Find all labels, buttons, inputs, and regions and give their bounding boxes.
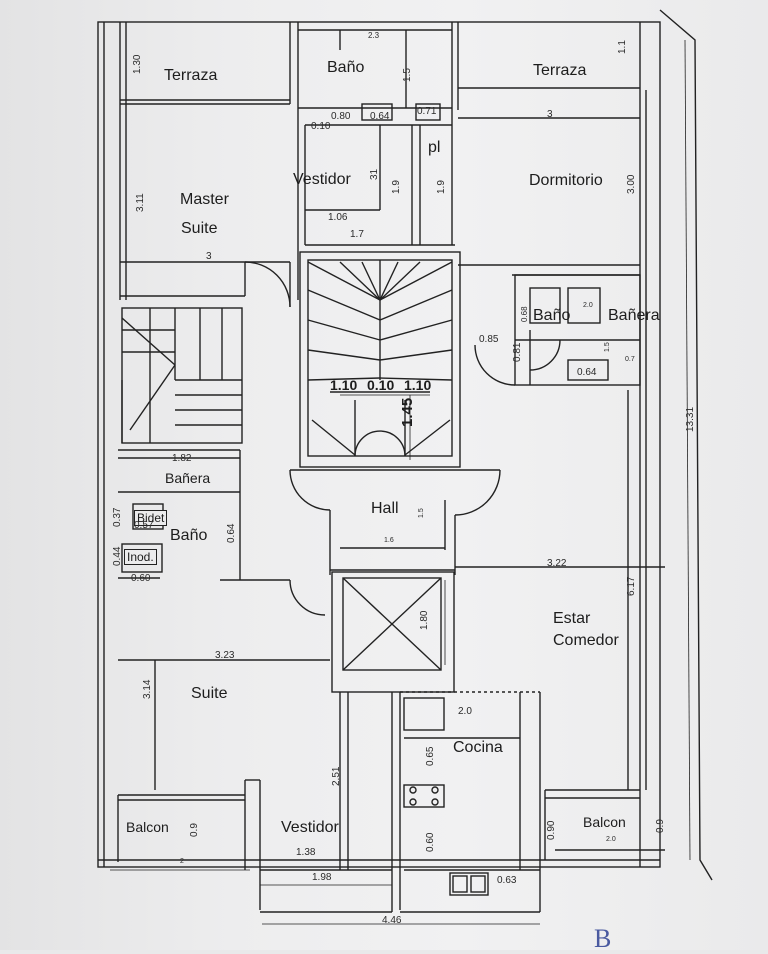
dim-label: 1.98 (312, 872, 332, 883)
dim-label-vertical: 0.64 (226, 523, 237, 543)
dim-label-large-vertical: 1.45 (399, 397, 416, 427)
stair-left (121, 307, 243, 444)
dimension-lines (110, 39, 691, 925)
fixture-label-inod: Inod. (124, 549, 157, 565)
dim-label-vertical: 1.9 (391, 180, 402, 194)
room-label-master-line1: Master (180, 191, 229, 208)
dim-label: 0.71 (417, 106, 437, 117)
dim-label-vertical: 1.5 (604, 342, 611, 352)
dim-label-vertical: 3.14 (142, 679, 153, 699)
dim-label-vertical: 1.5 (418, 508, 425, 518)
dim-label: 0.10 (311, 121, 331, 132)
dim-label: 2 (180, 858, 184, 865)
room-label-cocina: Cocina (453, 739, 503, 756)
dim-label-large: 1.10 (404, 377, 432, 393)
dim-label-large: 1.10 (330, 377, 358, 393)
dim-label-vertical: 1.80 (419, 610, 430, 630)
room-label-banera-right: Bañera (608, 307, 660, 324)
dim-label-vertical: 3.11 (135, 193, 146, 212)
dim-label: 1.38 (296, 847, 316, 858)
outer-walls (97, 9, 713, 913)
room-label-master-line2: Suite (181, 220, 218, 237)
dim-label-vertical: 0.68 (520, 306, 529, 322)
room-label-pl: pl (428, 139, 441, 156)
room-label-bano-top: Baño (327, 59, 365, 76)
dim-label-vertical: 2.51 (331, 766, 342, 786)
dim-label: 1.82 (172, 453, 192, 464)
dim-label-vertical: 0.44 (112, 546, 123, 566)
hall-walls (289, 469, 501, 575)
dim-label-large: 0.10 (367, 377, 395, 393)
dim-label: 3.22 (547, 558, 567, 569)
master-suite-walls (120, 22, 299, 308)
room-label-banera-left: Bañera (165, 470, 211, 486)
room-label-hall: Hall (371, 500, 399, 517)
left-bath-walls (118, 449, 330, 790)
dim-label: 2.0 (583, 302, 593, 309)
central-stair (299, 251, 461, 468)
dim-label: 1.6 (384, 537, 394, 544)
elevator-shaft (331, 571, 455, 693)
dim-label-vertical: 3.00 (626, 174, 637, 194)
dim-label: 2.0 (458, 706, 472, 717)
dim-label-vertical: 0.37 (112, 507, 123, 527)
dim-label-vertical: 6.17 (626, 576, 637, 596)
dim-label-vertical: 13.31 (685, 406, 696, 432)
dim-label-vertical: 1.9 (436, 180, 447, 194)
room-label-estar-line1: Estar (553, 610, 591, 627)
fixture-label-bidet: Bidet (134, 510, 168, 526)
dim-label: 3 (206, 251, 212, 262)
dim-label: 0.63 (497, 875, 517, 886)
dim-label: 1.7 (350, 229, 364, 240)
room-label-estar-line2: Comedor (553, 632, 619, 649)
dim-label-vertical: 31 (369, 168, 380, 180)
dim-label-vertical: 0.9 (189, 823, 200, 837)
room-label-balcon-right: Balcon (583, 814, 626, 830)
dim-label-vertical: 0.81 (512, 342, 523, 362)
dim-label: 2.0 (606, 836, 616, 843)
room-label-bano-right: Baño (533, 307, 571, 324)
room-label-dormitorio: Dormitorio (529, 172, 603, 189)
room-label-suite: Suite (191, 685, 228, 702)
top-bath-walls (298, 22, 459, 126)
dim-label: 3 (547, 109, 553, 120)
room-label-vestidor-top: Vestidor (293, 171, 351, 188)
dim-label: 0.85 (479, 334, 499, 345)
room-label-terraza-left: Terraza (164, 67, 218, 84)
dim-label: 0.64 (370, 111, 390, 122)
dim-label-vertical: 1.30 (132, 54, 143, 74)
dim-label: 2.3 (368, 31, 380, 40)
room-label-balcon-left: Balcon (126, 819, 169, 835)
dim-label: 4.46 (382, 915, 402, 926)
dim-label: 0.80 (331, 111, 351, 122)
dim-label-vertical: 1.5 (402, 68, 413, 82)
dim-label: 1.06 (328, 212, 348, 223)
handwritten-sheet-mark: B (594, 924, 612, 953)
dim-label: 0.60 (131, 573, 151, 584)
dim-label-vertical: 0.65 (425, 746, 436, 766)
vestidor-top-walls (304, 125, 455, 246)
dim-label-vertical: 0.60 (425, 832, 436, 852)
dim-label: 0.7 (625, 356, 635, 363)
room-label-terraza-right: Terraza (533, 62, 587, 79)
dim-label: 0.57 (134, 520, 154, 531)
right-bath-walls (474, 274, 641, 386)
room-label-vestidor-bottom: Vestidor (281, 819, 339, 836)
dim-label-vertical: 0.90 (546, 820, 557, 840)
estar-walls (455, 390, 665, 860)
cocina-walls (391, 691, 541, 910)
room-label-bano-left: Baño (170, 527, 208, 544)
bottom-left-walls (117, 692, 392, 910)
dim-label-vertical: 0.9 (655, 819, 666, 833)
dim-label-vertical: 1.1 (617, 40, 628, 54)
dim-label: 0.64 (577, 367, 597, 378)
dim-label: 3.23 (215, 650, 235, 661)
